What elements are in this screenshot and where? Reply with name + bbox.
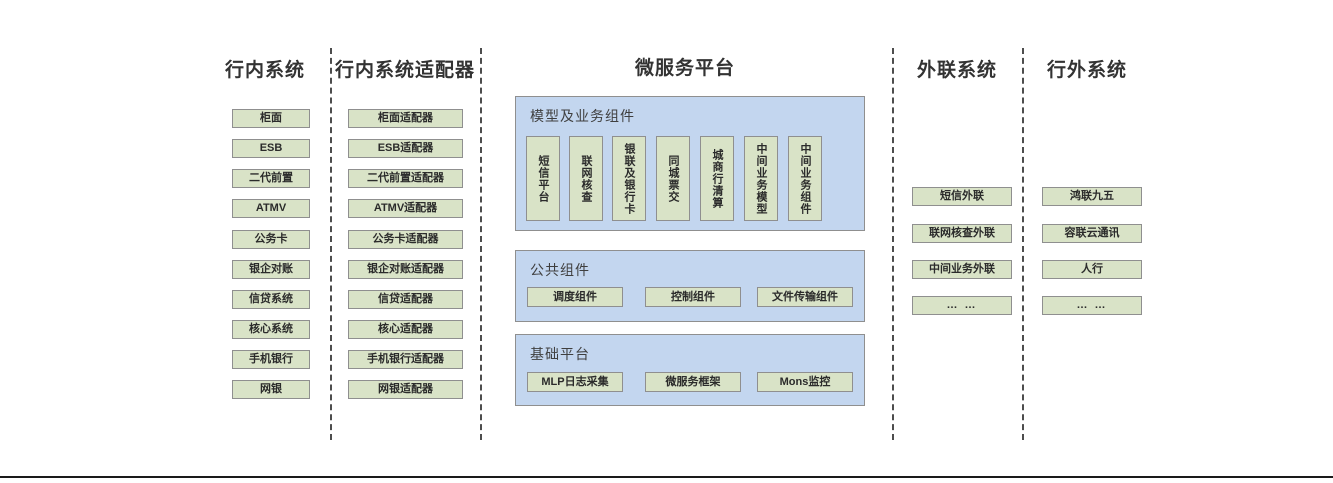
node-public-component[interactable]: 调度组件 xyxy=(527,287,623,307)
column-title-outside-systems: 行外系统 xyxy=(1046,60,1127,81)
node-internal-adapter[interactable]: 信贷适配器 xyxy=(348,290,463,309)
node-internal-adapter[interactable]: ATMV适配器 xyxy=(348,199,463,218)
node-internal-system[interactable]: 公务卡 xyxy=(232,230,310,249)
panel-title: 公共组件 xyxy=(530,262,590,278)
node-public-component[interactable]: 控制组件 xyxy=(645,287,741,307)
node-label: 同城票交 xyxy=(667,154,680,203)
node-internal-adapter[interactable]: 银企对账适配器 xyxy=(348,260,463,279)
node-label: 银联及银行卡 xyxy=(623,142,636,215)
node-internal-system[interactable]: 网银 xyxy=(232,380,310,399)
node-label: 城商行清算 xyxy=(711,148,724,209)
node-outside-system[interactable]: 鸿联九五 xyxy=(1042,187,1142,206)
node-internal-system[interactable]: 柜面 xyxy=(232,109,310,128)
node-external-link-system[interactable]: 中间业务外联 xyxy=(912,260,1012,279)
column-title-microservice-platform: 微服务平台 xyxy=(634,58,735,79)
node-label: 中间业务模型 xyxy=(755,142,768,215)
node-internal-system[interactable]: 核心系统 xyxy=(232,320,310,339)
node-internal-adapter[interactable]: 核心适配器 xyxy=(348,320,463,339)
node-base-platform-component[interactable]: 微服务框架 xyxy=(645,372,741,392)
node-external-link-system[interactable]: 短信外联 xyxy=(912,187,1012,206)
node-internal-adapter[interactable]: 网银适配器 xyxy=(348,380,463,399)
panel-public-components: 公共组件 xyxy=(515,250,865,322)
node-internal-adapter[interactable]: ESB适配器 xyxy=(348,139,463,158)
panel-base-platform: 基础平台 xyxy=(515,334,865,406)
node-internal-adapter[interactable]: 公务卡适配器 xyxy=(348,230,463,249)
column-separator-1 xyxy=(330,48,332,440)
node-label: 短信平台 xyxy=(537,154,550,203)
node-internal-system[interactable]: ESB xyxy=(232,139,310,158)
node-internal-adapter[interactable]: 手机银行适配器 xyxy=(348,350,463,369)
node-public-component[interactable]: 文件传输组件 xyxy=(757,287,853,307)
node-label: 联网核查 xyxy=(580,154,593,203)
panel-title: 模型及业务组件 xyxy=(530,108,635,124)
node-business-component[interactable]: 同城票交 xyxy=(656,136,690,221)
node-internal-system[interactable]: 二代前置 xyxy=(232,169,310,188)
node-internal-system[interactable]: 手机银行 xyxy=(232,350,310,369)
node-outside-system[interactable]: 人行 xyxy=(1042,260,1142,279)
column-title-external-link-systems: 外联系统 xyxy=(916,60,997,81)
column-title-internal-adapters: 行内系统适配器 xyxy=(335,60,476,81)
node-base-platform-component[interactable]: Mons监控 xyxy=(757,372,853,392)
node-outside-system-more[interactable]: … … xyxy=(1042,296,1142,315)
node-label: 中间业务组件 xyxy=(799,142,812,215)
node-internal-system[interactable]: 银企对账 xyxy=(232,260,310,279)
node-business-component[interactable]: 银联及银行卡 xyxy=(612,136,646,221)
node-external-link-system-more[interactable]: … … xyxy=(912,296,1012,315)
node-internal-adapter[interactable]: 二代前置适配器 xyxy=(348,169,463,188)
node-business-component[interactable]: 中间业务模型 xyxy=(744,136,778,221)
node-business-component[interactable]: 短信平台 xyxy=(526,136,560,221)
node-internal-adapter[interactable]: 柜面适配器 xyxy=(348,109,463,128)
column-separator-3 xyxy=(892,48,894,440)
bottom-divider xyxy=(0,476,1333,478)
node-internal-system[interactable]: ATMV xyxy=(232,199,310,218)
column-separator-4 xyxy=(1022,48,1024,440)
panel-title: 基础平台 xyxy=(530,346,590,362)
node-external-link-system[interactable]: 联网核查外联 xyxy=(912,224,1012,243)
column-separator-2 xyxy=(480,48,482,440)
node-business-component[interactable]: 城商行清算 xyxy=(700,136,734,221)
column-title-internal-systems: 行内系统 xyxy=(224,60,305,81)
node-base-platform-component[interactable]: MLP日志采集 xyxy=(527,372,623,392)
node-outside-system[interactable]: 容联云通讯 xyxy=(1042,224,1142,243)
node-business-component[interactable]: 联网核查 xyxy=(569,136,603,221)
node-business-component[interactable]: 中间业务组件 xyxy=(788,136,822,221)
node-internal-system[interactable]: 信贷系统 xyxy=(232,290,310,309)
